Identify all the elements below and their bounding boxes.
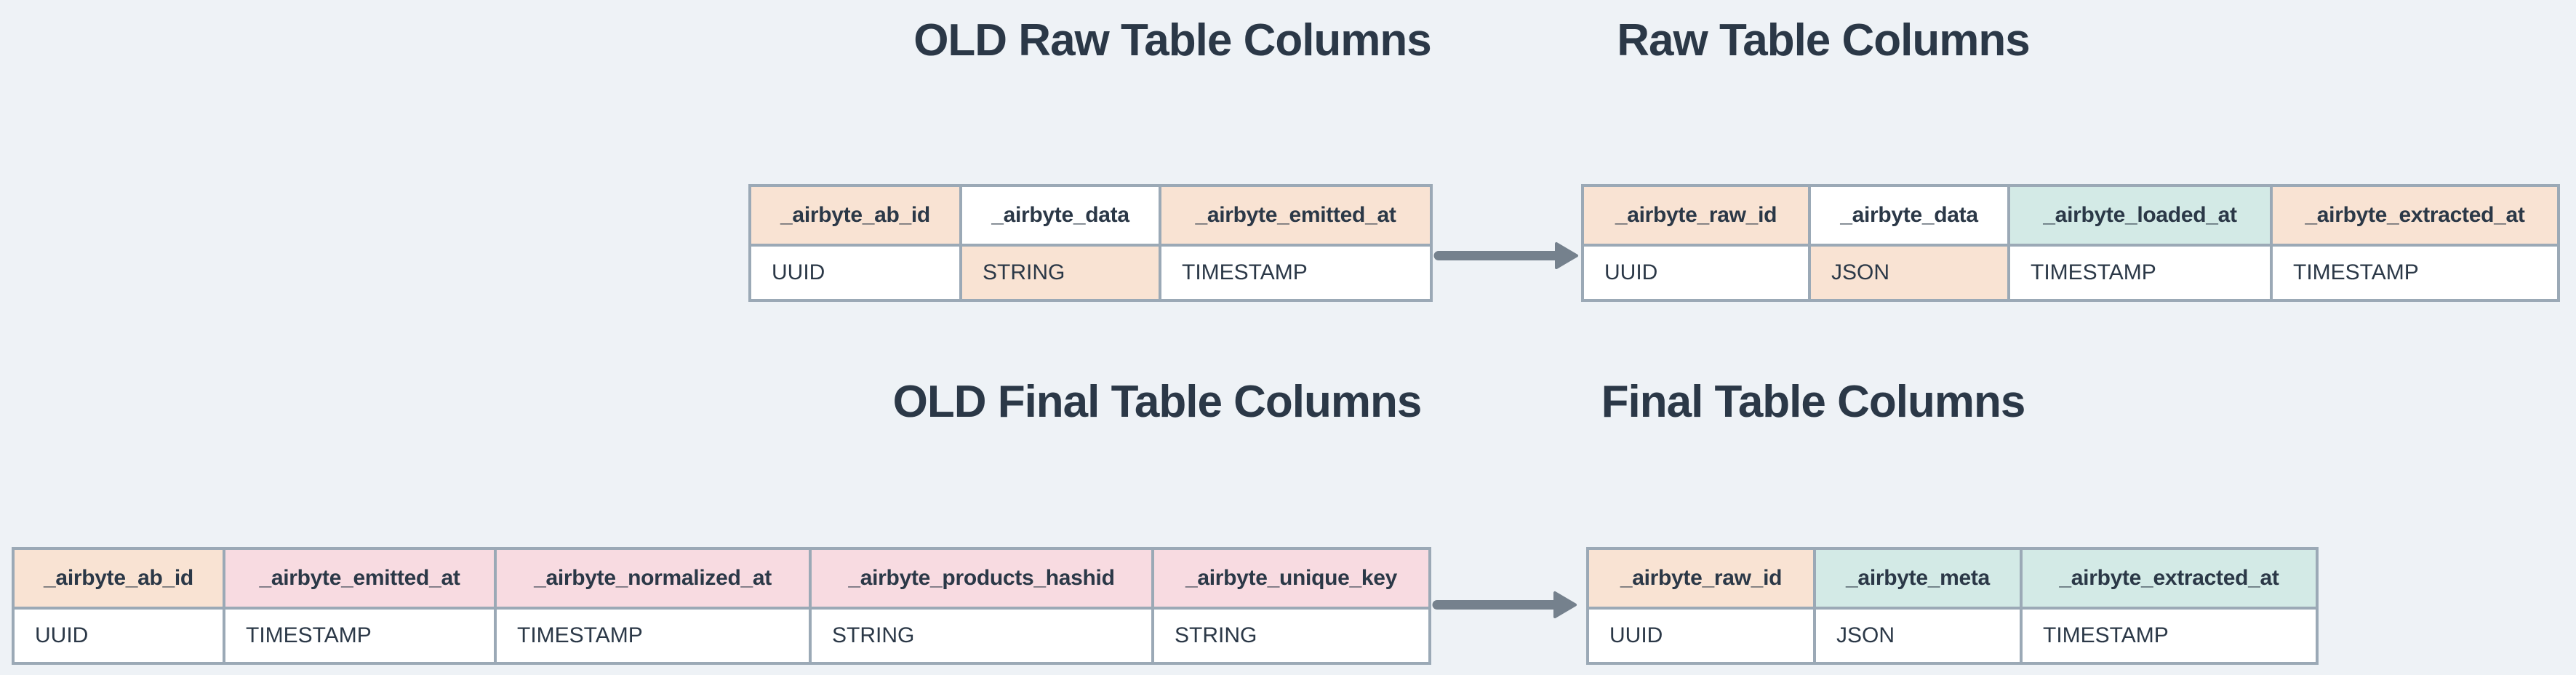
column-type-cell: STRING bbox=[1151, 607, 1431, 665]
column-type-cell: TIMESTAMP bbox=[1159, 244, 1433, 302]
column-type-cell: TIMESTAMP bbox=[494, 607, 812, 665]
column-type-cell: TIMESTAMP bbox=[2007, 244, 2273, 302]
column-name-cell: _airbyte_ab_id bbox=[748, 184, 962, 247]
column-name-cell: _airbyte_extracted_at bbox=[2270, 184, 2560, 247]
column-type-cell: TIMESTAMP bbox=[2270, 244, 2560, 302]
column-name-cell: _airbyte_products_hashid bbox=[809, 547, 1154, 610]
column-type-cell: STRING bbox=[959, 244, 1161, 302]
column-type-cell: UUID bbox=[748, 244, 962, 302]
final-table-title: Final Table Columns bbox=[1601, 377, 2026, 427]
column-name-cell: _airbyte_raw_id bbox=[1581, 184, 1811, 247]
header-row: _airbyte_raw_id_airbyte_meta_airbyte_ext… bbox=[1586, 547, 2319, 610]
column-name-cell: _airbyte_unique_key bbox=[1151, 547, 1431, 610]
arrow-right-icon bbox=[1433, 242, 1578, 269]
column-type-cell: JSON bbox=[1808, 244, 2010, 302]
column-type-cell: UUID bbox=[1581, 244, 1811, 302]
old-final-table-title: OLD Final Table Columns bbox=[892, 377, 1423, 427]
column-type-cell: JSON bbox=[1813, 607, 2023, 665]
arrow-right-icon bbox=[1432, 591, 1577, 618]
header-row: _airbyte_ab_id_airbyte_emitted_at_airbyt… bbox=[12, 547, 1431, 610]
column-type-cell: STRING bbox=[809, 607, 1154, 665]
column-name-cell: _airbyte_data bbox=[959, 184, 1161, 247]
column-name-cell: _airbyte_ab_id bbox=[12, 547, 225, 610]
column-name-cell: _airbyte_meta bbox=[1813, 547, 2023, 610]
header-row: _airbyte_ab_id_airbyte_data_airbyte_emit… bbox=[748, 184, 1433, 247]
column-type-cell: UUID bbox=[12, 607, 225, 665]
final-table: _airbyte_raw_id_airbyte_meta_airbyte_ext… bbox=[1586, 547, 2319, 665]
raw-table-title: Raw Table Columns bbox=[1617, 15, 2031, 65]
raw-table: _airbyte_raw_id_airbyte_data_airbyte_loa… bbox=[1581, 184, 2560, 302]
old-final-table: _airbyte_ab_id_airbyte_emitted_at_airbyt… bbox=[12, 547, 1431, 665]
header-row: _airbyte_raw_id_airbyte_data_airbyte_loa… bbox=[1581, 184, 2560, 247]
column-type-cell: UUID bbox=[1586, 607, 1816, 665]
column-name-cell: _airbyte_emitted_at bbox=[223, 547, 497, 610]
old-raw-table-title: OLD Raw Table Columns bbox=[913, 15, 1432, 65]
old-raw-table: _airbyte_ab_id_airbyte_data_airbyte_emit… bbox=[748, 184, 1433, 302]
column-name-cell: _airbyte_normalized_at bbox=[494, 547, 812, 610]
column-name-cell: _airbyte_emitted_at bbox=[1159, 184, 1433, 247]
column-type-cell: TIMESTAMP bbox=[2020, 607, 2319, 665]
column-name-cell: _airbyte_extracted_at bbox=[2020, 547, 2319, 610]
column-type-cell: TIMESTAMP bbox=[223, 607, 497, 665]
column-name-cell: _airbyte_raw_id bbox=[1586, 547, 1816, 610]
column-name-cell: _airbyte_data bbox=[1808, 184, 2010, 247]
column-name-cell: _airbyte_loaded_at bbox=[2007, 184, 2273, 247]
